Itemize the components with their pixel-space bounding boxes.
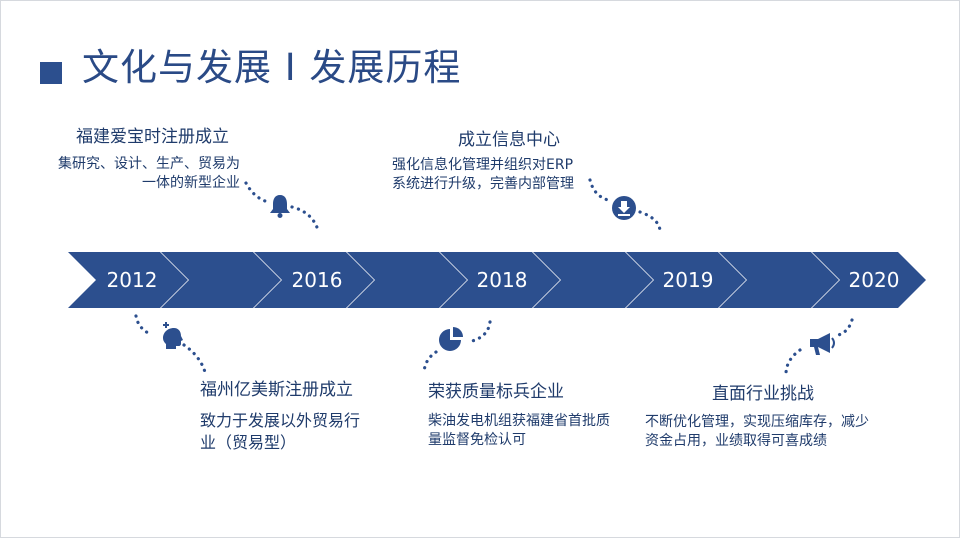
event-2020-bot-title: 直面行业挑战 bbox=[712, 384, 814, 404]
chevron-2 bbox=[161, 252, 281, 308]
connector-2019-top bbox=[588, 178, 610, 202]
chevron-5 bbox=[440, 252, 560, 308]
connector-2019-top-b bbox=[638, 210, 662, 232]
bell-icon bbox=[270, 195, 290, 218]
download-icon bbox=[612, 196, 636, 220]
event-2019-top-title: 成立信息中心 bbox=[458, 130, 560, 150]
chevron-7 bbox=[626, 252, 746, 308]
event-2018-bot-title: 荣获质量标兵企业 bbox=[428, 382, 564, 402]
head-plus-icon bbox=[163, 322, 183, 349]
event-2012-bot-desc: 致力于发展以外贸易行业（贸易型） bbox=[200, 411, 361, 452]
connector-2012-bot-b bbox=[182, 343, 207, 374]
chevron-1 bbox=[68, 252, 188, 308]
event-2012-top-desc: 集研究、设计、生产、贸易为一体的新型企业 bbox=[58, 156, 240, 191]
connector-2020-bot bbox=[832, 318, 854, 338]
year-2016: 2016 bbox=[291, 268, 343, 292]
page-title: 文化与发展 I 发展历程 bbox=[82, 46, 462, 89]
connector-2012-top-b bbox=[290, 205, 320, 232]
chevron-9 bbox=[812, 252, 926, 308]
connector-2012-top bbox=[244, 181, 270, 204]
chevron-8 bbox=[719, 252, 839, 308]
chevron-3 bbox=[254, 252, 374, 308]
event-2020-bot-desc: 不断优化管理，实现压缩库存，减少资金占用，业绩取得可喜成绩 bbox=[645, 414, 869, 449]
connector-2020-bot-b bbox=[784, 348, 802, 376]
megaphone-icon bbox=[810, 333, 835, 355]
connector-2018-bot-b bbox=[422, 350, 438, 376]
year-2018: 2018 bbox=[476, 268, 528, 292]
chevron-4 bbox=[347, 252, 467, 308]
connector-2012-bot bbox=[134, 314, 152, 336]
year-2020: 2020 bbox=[848, 268, 900, 292]
event-2018-bot-desc: 柴油发电机组获福建省首批质量监督免检认可 bbox=[428, 413, 610, 448]
year-2019: 2019 bbox=[662, 268, 714, 292]
pie-chart-icon bbox=[439, 327, 463, 351]
event-2019-top-desc: 强化信息化管理并组织对ERP系统进行升级，完善内部管理 bbox=[392, 157, 574, 192]
connector-2018-bot bbox=[466, 320, 492, 344]
year-2012: 2012 bbox=[106, 268, 158, 292]
title-bullet bbox=[40, 62, 62, 84]
event-2012-top-title: 福建爱宝时注册成立 bbox=[76, 127, 229, 147]
event-2012-bot-title: 福州亿美斯注册成立 bbox=[200, 380, 353, 400]
chevron-6 bbox=[533, 252, 653, 308]
